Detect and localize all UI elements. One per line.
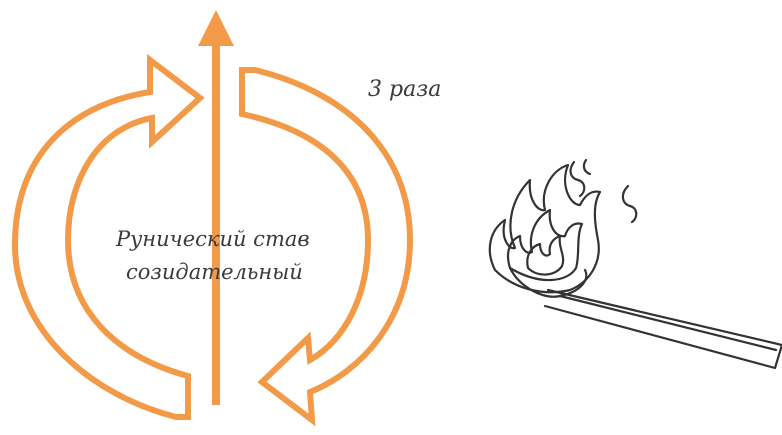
- repeat-label: 3 раза: [368, 77, 441, 102]
- center-label-line-2: созидательный: [126, 260, 303, 284]
- center-up-arrow-icon: [198, 10, 234, 405]
- left-cycle-arrow-icon: [11, 53, 205, 420]
- center-label-line-1: Рунический став: [115, 227, 310, 251]
- burning-match-icon: [488, 158, 782, 370]
- right-cycle-arrow-icon: [239, 67, 414, 427]
